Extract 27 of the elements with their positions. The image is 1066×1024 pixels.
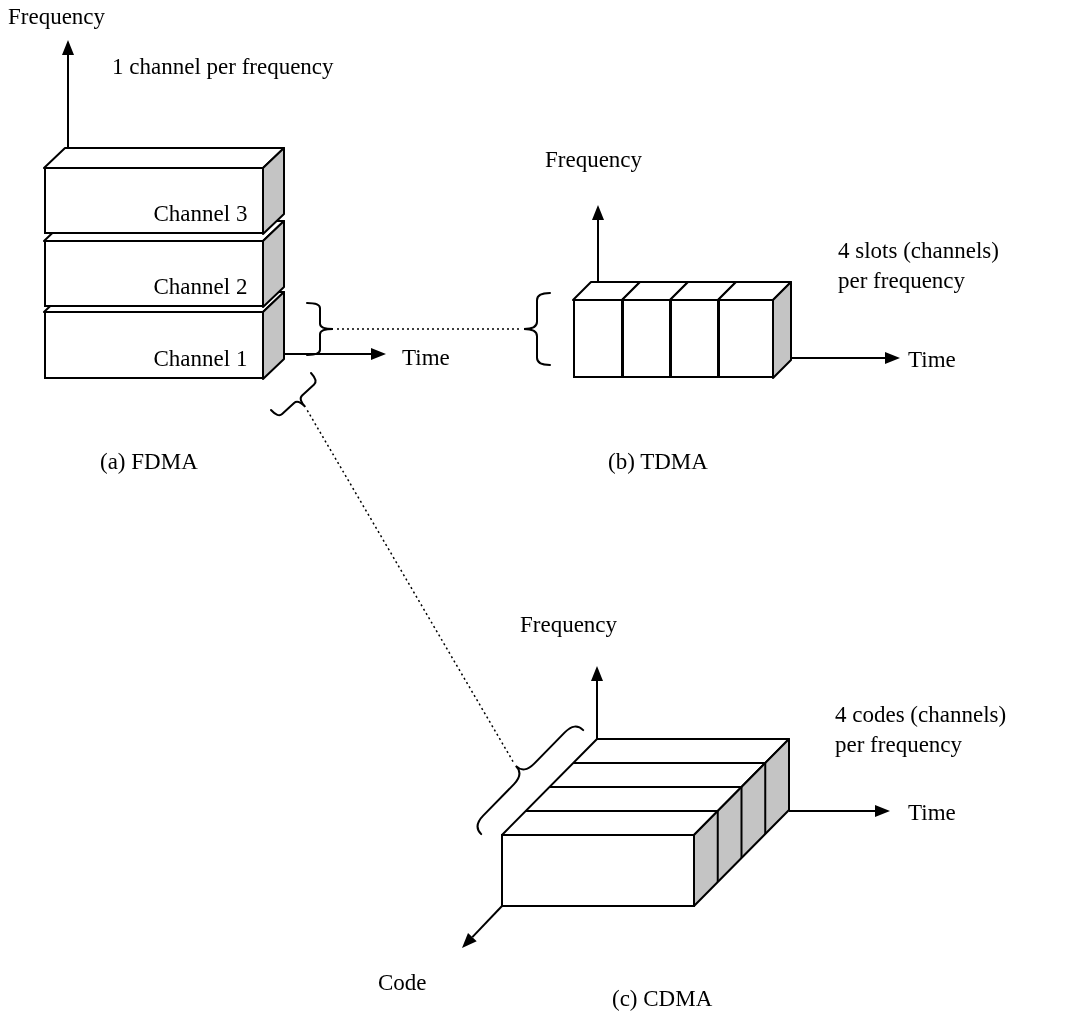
axis-label: Time xyxy=(402,344,450,372)
channel-label: Channel 2 xyxy=(153,274,248,300)
channel-label: Channel 1 xyxy=(153,345,248,372)
caption-text: (a) FDMA xyxy=(100,448,198,476)
caption-text: (b) TDMA xyxy=(608,448,708,476)
axis-label: Frequency xyxy=(520,611,618,639)
axis-label: Frequency xyxy=(545,146,643,174)
channel-label: Channel 3 xyxy=(153,201,248,227)
curly-brace xyxy=(523,292,551,366)
channel-block xyxy=(44,292,284,379)
axis-label: Time xyxy=(908,799,956,827)
channel-block xyxy=(44,148,284,234)
time-slot-block xyxy=(718,282,791,378)
time-slot-block xyxy=(573,282,640,378)
annotation-text: 4 codes (channels) per frequency xyxy=(835,701,1008,759)
axis-label: Frequency xyxy=(8,3,106,31)
caption-text: (c) CDMA xyxy=(612,985,713,1013)
annotation-text: 1 channel per frequency xyxy=(112,53,334,81)
channel-block xyxy=(44,221,284,307)
curly-brace xyxy=(306,302,334,356)
time-slot-block xyxy=(622,282,688,378)
time-slot-block xyxy=(670,282,736,378)
axis-label: Code xyxy=(378,969,427,997)
dotted-connector xyxy=(306,409,515,764)
dotted-connector xyxy=(336,328,521,330)
axis-label: Time xyxy=(908,346,956,374)
annotation-text: 4 slots (channels) per frequency xyxy=(838,237,1000,295)
